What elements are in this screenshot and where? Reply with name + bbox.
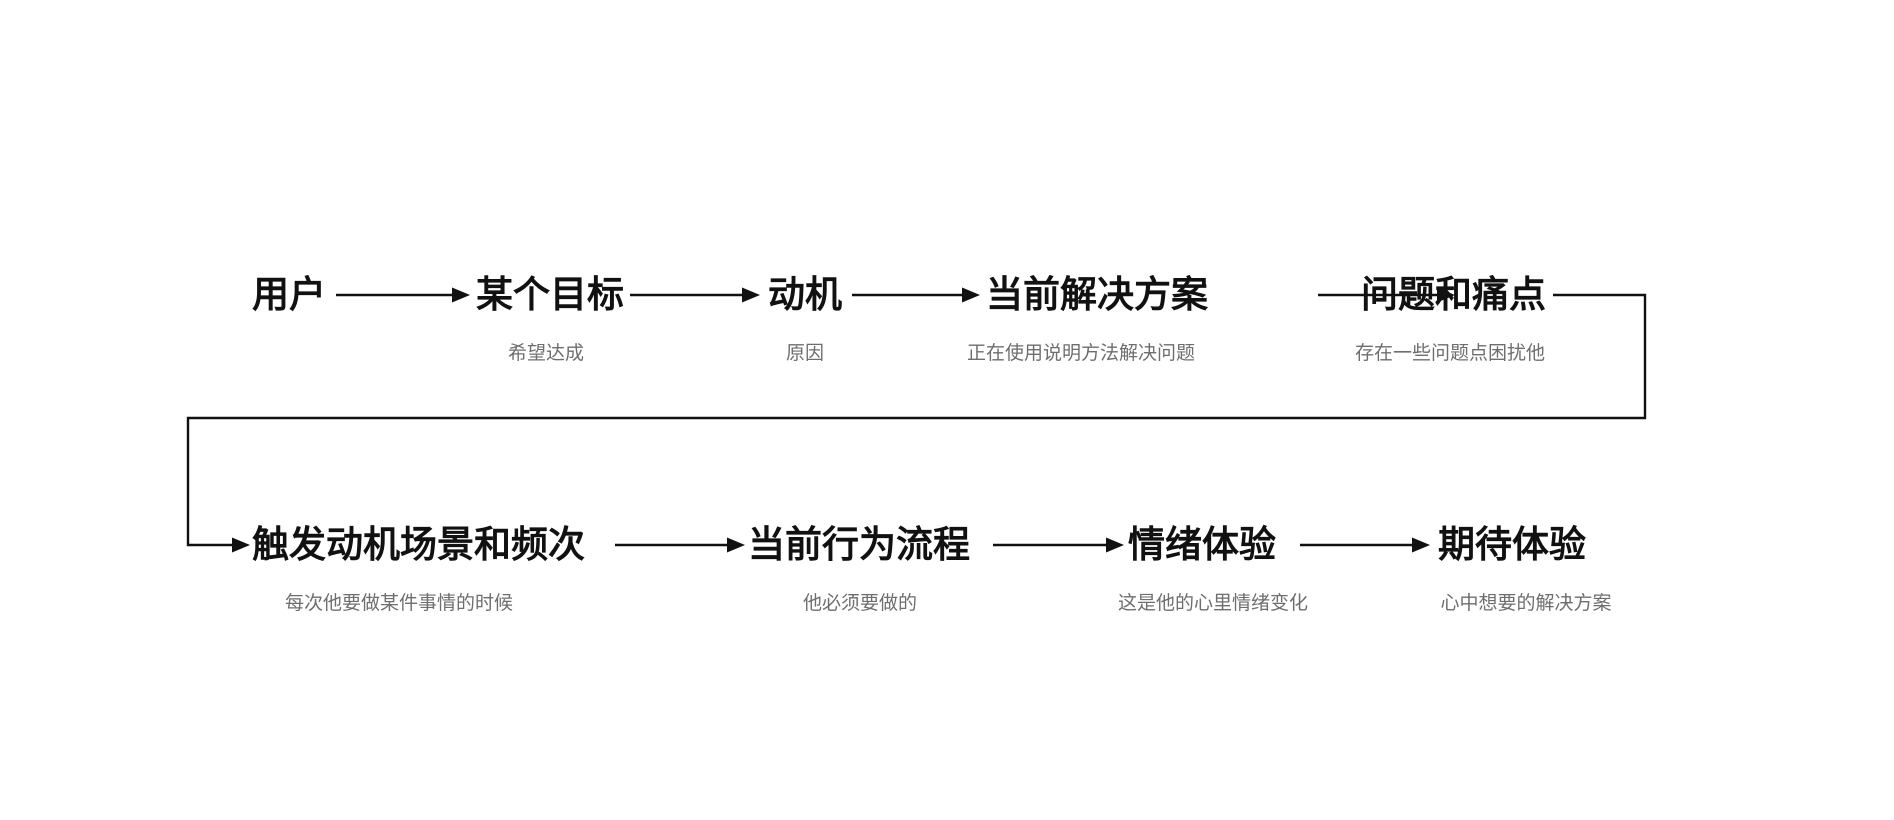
node-subtitle-current-solution: 正在使用说明方法解决问题 <box>966 343 1195 364</box>
node-title-expected-experience: 期待体验 <box>1438 524 1586 565</box>
node-subtitle-goal: 希望达成 <box>507 343 584 364</box>
node-title-user: 用户 <box>252 274 326 315</box>
node-title-problems-painpoints: 问题和痛点 <box>1361 274 1546 315</box>
arrow-trigger-to-behavior <box>615 537 745 553</box>
node-title-current-behavior-flow: 当前行为流程 <box>748 524 970 565</box>
node-subtitle-expected-experience: 心中想要的解决方案 <box>1440 593 1612 614</box>
node-subtitle-trigger-scenarios: 每次他要做某件事情的时候 <box>284 593 513 614</box>
arrow-goal-to-motivation <box>630 287 760 303</box>
wrap-connector-problem-to-trigger <box>186 293 1647 553</box>
arrow-user-to-goal <box>336 287 470 303</box>
arrow-emotion-to-expectation <box>1300 537 1430 553</box>
arrow-behavior-to-emotion <box>993 537 1124 553</box>
node-title-current-solution: 当前解决方案 <box>986 274 1208 315</box>
node-title-goal: 某个目标 <box>476 274 624 315</box>
node-title-trigger-scenarios: 触发动机场景和频次 <box>252 524 585 565</box>
arrow-motivation-to-solution <box>852 287 980 303</box>
node-title-motivation: 动机 <box>768 274 842 315</box>
node-subtitle-problems-painpoints: 存在一些问题点困扰他 <box>1354 343 1545 364</box>
node-subtitle-motivation: 原因 <box>785 343 824 364</box>
node-subtitle-current-behavior-flow: 他必须要做的 <box>802 593 917 614</box>
node-subtitle-emotional-experience: 这是他的心里情绪变化 <box>1117 593 1308 614</box>
node-title-emotional-experience: 情绪体验 <box>1128 524 1276 565</box>
